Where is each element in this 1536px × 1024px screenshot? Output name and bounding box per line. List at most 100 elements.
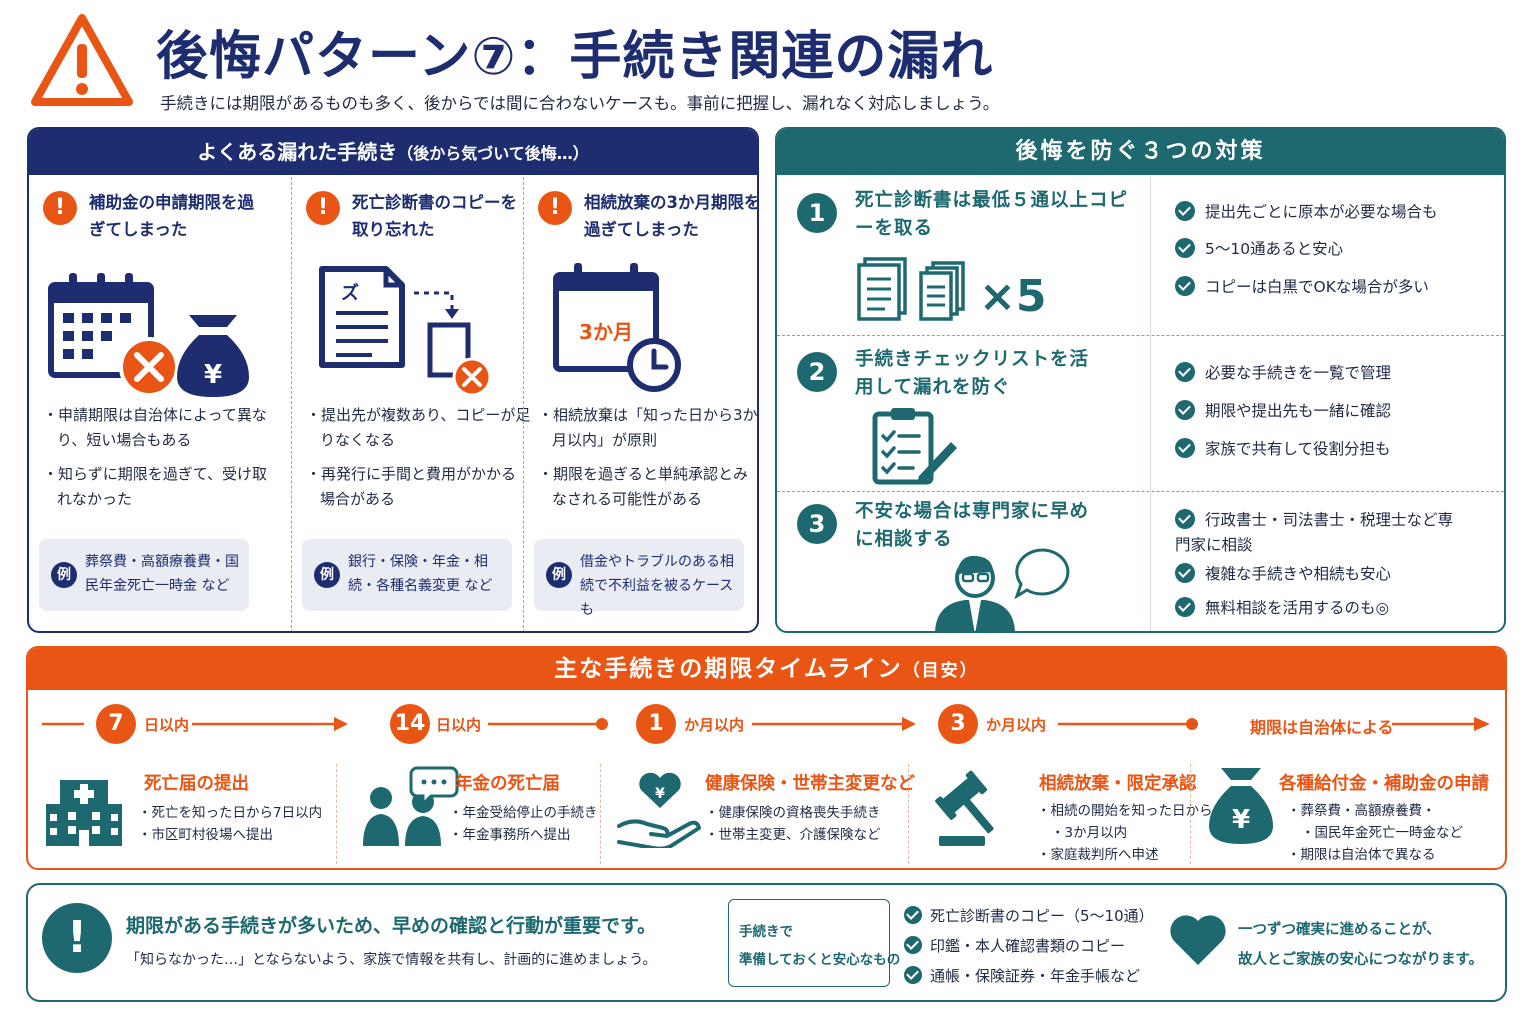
countermeasure-row: 1 死亡診断書は最低５通以上コピーを取る ×5 提出先ごとに原本が必要な場合も … (777, 177, 1504, 335)
warning-icon (31, 14, 133, 106)
closing-line: 故人とご家族の安心につながります。 (1238, 952, 1484, 968)
panel-heading-note: （目安） (902, 661, 979, 681)
alert-icon: ! (538, 191, 572, 225)
arrow-icon (414, 291, 454, 313)
summary-text: 「知らなかった…」とならないよう、家族で情報を共有し、計画的に進めましょう。 (126, 952, 657, 968)
bullet-item: 世帯主変更、介護保険など (705, 824, 881, 846)
bullet-item: 死亡を知った日から7日以内 (138, 802, 323, 824)
calendar-icon: 3か月 (553, 263, 659, 372)
calendar-clock-illustration: 3か月 (553, 263, 681, 392)
timeline-step: 年金の死亡届 年金受給停止の手続き 年金事務所へ提出 (336, 764, 600, 864)
deadline-label: 日以内 (144, 716, 190, 734)
bullet-item: 健康保険の資格喪失手続き (705, 802, 881, 824)
example-label: 例 (314, 562, 340, 588)
bullet-item: 年金事務所へ提出 (449, 824, 598, 846)
summary-headline: 期限がある手続きが多いため、早めの確認と行動が重要です。 (126, 915, 657, 937)
check-icon (1175, 201, 1195, 221)
example-box: 例 葬祭費・高額療養費・国民年金死亡一時金 など (39, 539, 249, 611)
timeline-step: 死亡届の提出 死亡を知った日から7日以内 市区町村役場へ提出 (28, 764, 336, 864)
bullet-item: 期限は自治体で異なる (1287, 844, 1463, 866)
deadline-label: 日以内 (436, 716, 482, 734)
countermeasure-row: 2 手続きチェックリストを活用して漏れを防ぐ 必要な手続きを一覧で管理 期限や提… (777, 335, 1504, 491)
step-bullets: 葬祭費・高額療養費・ 国民年金死亡一時金など 期限は自治体で異なる (1287, 800, 1464, 866)
omission-card: ! 補助金の申請期限を過ぎてしまった (29, 177, 271, 631)
heart-icon (1170, 915, 1226, 965)
panel-heading: よくある漏れた手続き（後から気づいて後悔…） (29, 129, 757, 175)
check-icon (904, 966, 922, 984)
exclamation-icon: ! (42, 903, 112, 973)
calendar-money-illustration: ¥ (48, 273, 249, 397)
step-bullets: 死亡を知った日から7日以内 市区町村役場へ提出 (138, 802, 323, 846)
timeline-arrow (42, 717, 1490, 731)
countermeasures-panel: 後悔を防ぐ３つの対策 1 死亡診断書は最低５通以上コピーを取る ×5 提出先ごと… (775, 127, 1506, 633)
step-number: 2 (797, 352, 837, 392)
common-omissions-panel: よくある漏れた手続き（後から気づいて後悔…） ! 補助金の申請期限を過ぎてしまっ… (27, 127, 759, 633)
bullet-item: 相続放棄は「知った日から3か月以内」が原則 (538, 403, 757, 453)
check-icon (1175, 597, 1195, 617)
check-icon (1175, 238, 1195, 258)
step-title: 健康保険・世帯主変更など (705, 774, 915, 794)
step-title: 各種給付金・補助金の申請 (1279, 774, 1489, 794)
example-text: 葬祭費・高額療養費・国民年金死亡一時金 など (85, 554, 239, 594)
checklist: 提出先ごとに原本が必要な場合も 5〜10通あると安心 コピーは白黒でOKな場合が… (1150, 177, 1438, 335)
document-copy-illustration: ズ (319, 266, 492, 397)
omission-card: ! 死亡診断書のコピーを取り忘れた ズ 提出先が複数あり、コピーが足りなくなる … (291, 177, 533, 631)
step-title: 年金の死亡届 (455, 774, 560, 794)
check-icon (904, 936, 922, 954)
example-box: 例 銀行・保険・年金・相続・各種名義変更 など (302, 539, 512, 611)
timeline-step: ¥ 健康保険・世帯主変更など 健康保険の資格喪失手続き 世帯主変更、介護保険など (600, 764, 915, 864)
omission-bullets: 提出先が複数あり、コピーが足りなくなる 再発行に手間と費用がかかる場合がある (306, 403, 531, 521)
bullet-item: 再発行に手間と費用がかかる場合がある (306, 462, 531, 512)
prep-box-line: 準備しておくと安心なもの (739, 952, 901, 968)
step-bullets: 相続の開始を知った日から 3か月以内 家庭裁判所へ申述 (1037, 800, 1213, 866)
countermeasure-title: 死亡診断書は最低５通以上コピーを取る (855, 190, 1129, 239)
bullet-continuation: 国民年金死亡一時金など (1287, 822, 1464, 844)
checklist-clipboard-icon (872, 408, 957, 485)
omission-bullets: 相続放棄は「知った日から3か月以内」が原則 期限を過ぎると単純承認とみなされる可… (538, 403, 757, 521)
check-icon (1175, 438, 1195, 458)
check-item: コピーは白黒でOKな場合が多い (1175, 276, 1429, 298)
countermeasure-row: 3 不安な場合は専門家に早めに相談する 行政書士・司法書士・税理士など専門家に相… (777, 491, 1504, 631)
check-item: 死亡診断書のコピー（5〜10通） (904, 905, 1154, 926)
example-label: 例 (546, 562, 572, 588)
money-bag-icon: ¥ (1209, 768, 1273, 844)
bullet-item: 家庭裁判所へ申述 (1037, 844, 1213, 866)
summary-panel: ! 期限がある手続きが多いため、早めの確認と行動が重要です。 「知らなかった…」… (26, 883, 1507, 1002)
svg-text:3か月: 3か月 (579, 320, 633, 344)
consultation-icon (363, 766, 459, 846)
svg-text:¥: ¥ (1232, 805, 1250, 835)
step-title: 死亡届の提出 (144, 774, 249, 794)
check-icon (1175, 563, 1195, 583)
svg-text:¥: ¥ (204, 360, 222, 390)
check-item: 期限や提出先も一緒に確認 (1175, 400, 1391, 422)
deadline-number: 3 (938, 704, 978, 744)
speech-bubble-icon (409, 766, 459, 808)
deadline-number: 14 (390, 704, 430, 744)
omission-bullets: 申請期限は自治体によって異なり、短い場合もある 知らずに期限を過ぎて、受け取れな… (43, 403, 268, 521)
clock-icon (627, 338, 681, 392)
check-item: 行政書士・司法書士・税理士など専門家に相談 (1175, 509, 1454, 554)
check-icon (904, 906, 922, 924)
check-item: 印鑑・本人確認書類のコピー (904, 935, 1125, 956)
deadline-label: 期限は自治体による (1250, 718, 1394, 737)
closing-message: 一つずつ確実に進めることが、 故人とご家族の安心につながります。 (1238, 915, 1483, 975)
example-text: 借金やトラブルのある相続で不利益を被るケースも (580, 554, 734, 618)
city-hall-icon (46, 780, 122, 846)
document-copies-illustration: ×5 (857, 257, 1046, 322)
check-icon (1175, 362, 1195, 382)
step-number: 1 (797, 193, 837, 233)
bullet-item: 市区町村役場へ提出 (138, 824, 322, 846)
heart-hand-icon: ¥ (617, 772, 701, 848)
deadline-number: 1 (636, 704, 676, 744)
example-box: 例 借金やトラブルのある相続で不利益を被るケースも (534, 539, 744, 618)
check-item: 提出先ごとに原本が必要な場合も (1175, 201, 1438, 223)
alert-icon: ! (306, 191, 340, 225)
timeline-step: ¥ 各種給付金・補助金の申請 葬祭費・高額療養費・ 国民年金死亡一時金など 期限… (1190, 764, 1505, 864)
panel-heading-text: よくある漏れた手続き (197, 140, 398, 164)
prep-box-line: 手続きで (739, 924, 793, 940)
bullet-item: 申請期限は自治体によって異なり、短い場合もある (43, 403, 268, 453)
example-text: 銀行・保険・年金・相続・各種名義変更 など (348, 554, 493, 594)
timeline-step: 相続放棄・限定承認 相続の開始を知った日から 3か月以内 家庭裁判所へ申述 (908, 764, 1213, 864)
check-item: 必要な手続きを一覧で管理 (1175, 362, 1391, 384)
